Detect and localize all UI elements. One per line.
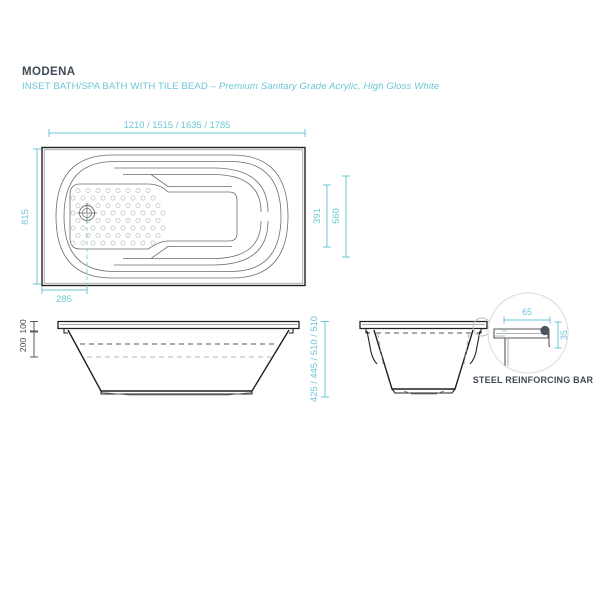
steel-reinforcing-bar-detail: 65 35 STEEL REINFORCING BAR xyxy=(472,292,594,385)
front-height-dimension: 425 / 445 / 510 / 510 xyxy=(308,316,329,402)
bathing-well-width-value: 391 xyxy=(311,208,322,224)
front-height-value: 425 / 445 / 510 / 510 xyxy=(308,316,319,402)
end-rim-lip-right xyxy=(477,328,482,334)
end-base-foot xyxy=(403,390,445,395)
end-hidden-right xyxy=(463,333,470,365)
detail-bar-leg-right xyxy=(548,332,551,348)
plan-armrest-taper-upper xyxy=(150,174,232,187)
plan-bowl-outline-inner xyxy=(63,161,282,272)
rim-to-line-dimension: 200 xyxy=(18,331,38,358)
tile-bead-value: 100 xyxy=(18,319,28,334)
end-skirt-right xyxy=(469,330,481,365)
plan-inner-rim-line xyxy=(43,149,304,284)
plan-bowl-outline-outer xyxy=(55,154,289,279)
end-body-profile xyxy=(373,329,474,390)
plan-ledge-lower-inner xyxy=(123,220,262,259)
detail-bar-depth-dimension: 35 xyxy=(554,321,569,349)
plan-length-dimension: 1210 / 1515 / 1635 / 1785 xyxy=(48,119,306,137)
product-name: MODENA xyxy=(22,66,76,78)
front-elevation-view: 100 200 425 / 445 / 510 / 510 xyxy=(18,316,329,402)
plan-width-value: 815 xyxy=(19,209,30,225)
plan-inner-width-dimension: 560 xyxy=(330,175,350,258)
rim-to-line-value: 200 xyxy=(18,338,28,353)
bathing-well-width-dimension: 391 xyxy=(311,184,331,248)
product-description-plain: INSET BATH/SPA BATH WITH TILE BEAD – xyxy=(22,81,219,92)
detail-bar-round-end xyxy=(540,325,550,336)
plan-well-floor-outline xyxy=(69,183,238,250)
front-rim-slab xyxy=(57,320,300,330)
end-base-profile xyxy=(391,388,456,394)
plan-armrest-taper-lower xyxy=(150,246,232,259)
plan-ledge-upper-outer xyxy=(114,167,269,213)
end-rim-lip-left xyxy=(365,328,370,334)
detail-label: STEEL REINFORCING BAR xyxy=(473,375,594,385)
waste-offset-dimension: 285 xyxy=(41,286,88,304)
plan-inner-width-value: 560 xyxy=(330,208,341,224)
plan-width-dimension: 815 xyxy=(19,148,41,285)
detail-bar-length-value: 65 xyxy=(522,307,532,317)
tile-bead-dimension: 100 xyxy=(18,319,38,334)
waste-offset-value: 285 xyxy=(56,293,72,304)
front-body-profile xyxy=(67,329,290,392)
front-rim-lip-right xyxy=(289,328,294,334)
detail-bar-depth-value: 35 xyxy=(559,330,569,340)
front-base-shadow xyxy=(100,392,253,396)
plan-length-value: 1210 / 1515 / 1635 / 1785 xyxy=(124,119,231,130)
end-hidden-left xyxy=(377,333,384,365)
plan-ledge-upper-inner xyxy=(123,174,262,213)
end-rim-slab xyxy=(359,320,488,330)
title-block: MODENA INSET BATH/SPA BATH WITH TILE BEA… xyxy=(22,66,502,93)
end-skirt-left xyxy=(366,330,378,365)
detail-bar-length-dimension: 65 xyxy=(503,307,551,324)
product-description-italic: Premium Sanitary Grade Acrylic, High Glo… xyxy=(218,81,440,92)
plan-ledge-lower-outer xyxy=(114,220,269,266)
front-rim-lip-left xyxy=(63,328,68,334)
end-elevation-view xyxy=(359,320,488,395)
product-description: INSET BATH/SPA BATH WITH TILE BEAD – Pre… xyxy=(22,81,502,93)
plan-view: 1210 / 1515 / 1635 / 1785 815 xyxy=(19,119,350,304)
